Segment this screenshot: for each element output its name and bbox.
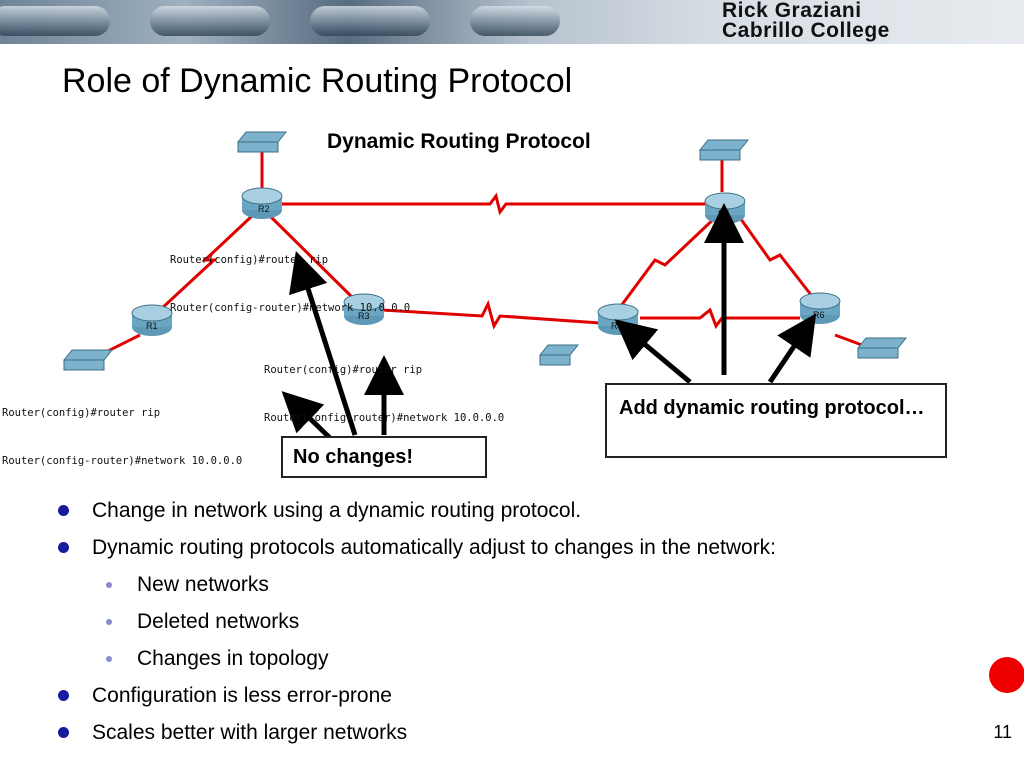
svg-text:R6: R6 — [813, 310, 825, 320]
switch-right — [856, 337, 908, 359]
bullet-dot-icon — [58, 690, 69, 701]
bullet-dot-icon — [58, 727, 69, 738]
bullet-dot-icon — [58, 505, 69, 516]
cli-r1-line2: Router(config-router)#network 10.0.0.0 — [2, 455, 243, 467]
cli-r1: Router(config)#router rip Router(config-… — [2, 373, 242, 485]
svg-text:R5: R5 — [718, 209, 730, 219]
router-r5: R5 — [704, 192, 746, 224]
svg-text:R4: R4 — [611, 321, 623, 331]
router-r6: R6 — [799, 292, 841, 324]
router-r2: R2 — [241, 187, 283, 219]
switch-middle — [538, 344, 580, 366]
page-number: 11 — [993, 722, 1012, 742]
switch-top-right — [698, 139, 750, 161]
bullet-dot-icon — [106, 656, 112, 662]
cli-r2-line2: Router(config-router)#network 10.0.0.0 — [170, 302, 411, 314]
switch-top-left — [236, 131, 288, 153]
callout-add-protocol: Add dynamic routing protocol… — [605, 383, 947, 458]
router-r3: R3 — [343, 293, 385, 325]
cli-r3-line2: Router(config-router)#network 10.0.0.0 — [264, 412, 505, 424]
cli-r2-line1: Router(config)#router rip — [170, 254, 329, 266]
svg-text:R2: R2 — [258, 204, 270, 214]
cli-r1-line1: Router(config)#router rip — [2, 407, 161, 419]
router-r1: R1 — [131, 304, 173, 336]
switch-left — [62, 349, 114, 371]
network-topology: R2 R5 R1 R3 R4 R6 — [62, 131, 908, 440]
cli-r2: Router(config)#router rip Router(config-… — [170, 220, 410, 332]
arrow-to-r6 — [767, 313, 817, 384]
callout-no-changes: No changes! — [281, 436, 487, 478]
svg-text:R3: R3 — [358, 311, 370, 321]
bullet-dot-icon — [106, 582, 112, 588]
banner-author: Rick Graziani — [722, 0, 862, 22]
link-r4-r5 — [616, 213, 720, 311]
link-r2-r5 — [282, 192, 712, 216]
arrow-to-r2-cli — [289, 250, 358, 436]
cli-r3: Router(config)#router rip Router(config-… — [264, 330, 504, 442]
red-dot-icon[interactable] — [989, 657, 1024, 693]
link-r3-r4 — [381, 299, 601, 330]
arrows — [281, 203, 817, 440]
slide-title: Role of Dynamic Routing Protocol — [62, 62, 573, 100]
link-r2-r1 — [158, 214, 254, 312]
cli-r3-line1: Router(config)#router rip — [264, 364, 423, 376]
router-r4: R4 — [597, 303, 639, 335]
link-r5-r6 — [736, 214, 817, 301]
link-r4-r6 — [640, 307, 800, 330]
banner-institution: Cabrillo College — [722, 19, 890, 42]
svg-text:R1: R1 — [146, 321, 158, 331]
arrow-to-r1-cli — [281, 391, 332, 440]
bullet-dot-icon — [58, 542, 69, 553]
arrow-to-r4 — [614, 319, 692, 384]
bullet-dot-icon — [106, 619, 112, 625]
banner-text: Rick Graziani Cabrillo College — [722, 0, 890, 42]
header-banner: Rick Graziani Cabrillo College — [0, 0, 1024, 44]
diagram-title: Dynamic Routing Protocol — [327, 130, 591, 153]
